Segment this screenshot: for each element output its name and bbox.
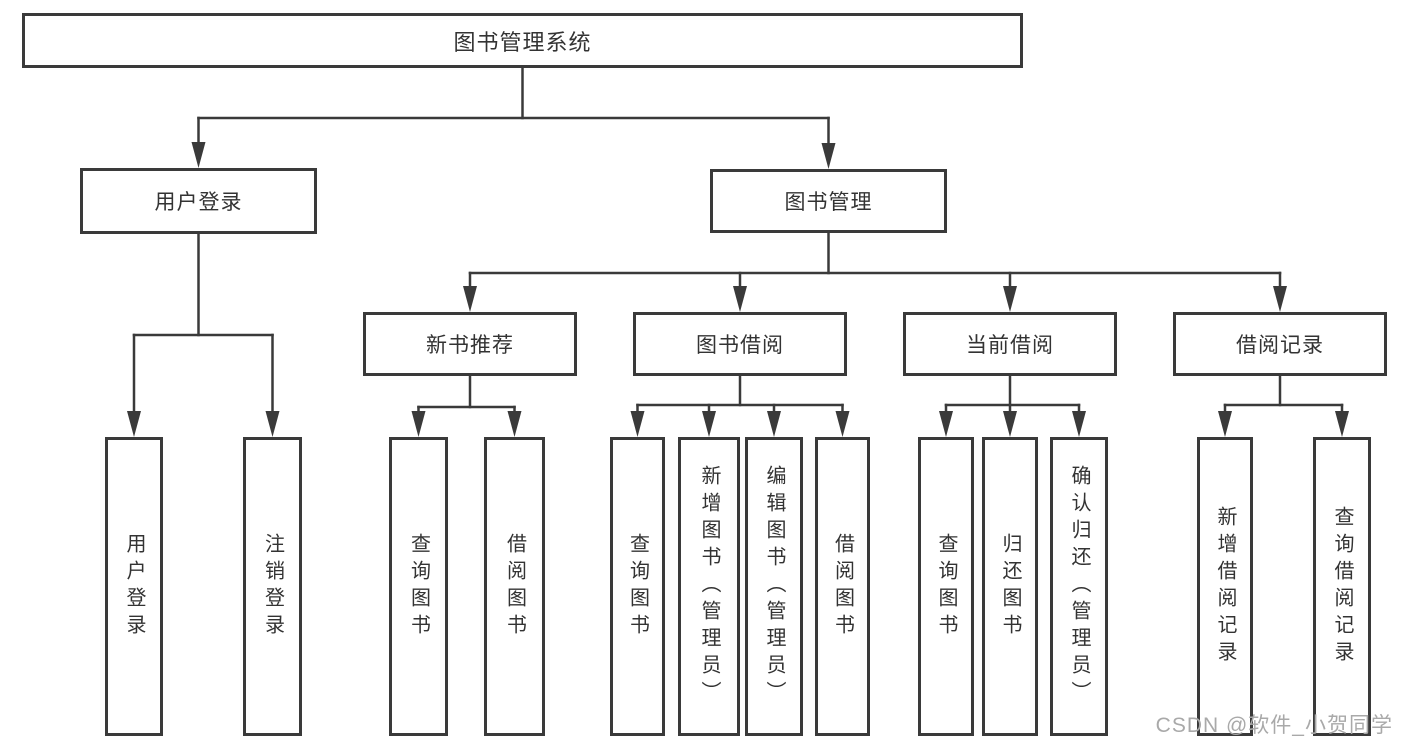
node-current-borrow: 当前借阅	[903, 312, 1117, 376]
node-root: 图书管理系统	[22, 13, 1023, 68]
node-label-cb-query: 查询图书	[935, 532, 957, 641]
node-label-logout: 注销登录	[261, 532, 284, 641]
node-cb-return: 归还图书	[982, 437, 1038, 736]
node-label-borrow-records: 借阅记录	[1236, 334, 1324, 357]
node-user-login: 用户登录	[80, 168, 317, 234]
node-label-cb-confirm: 确认归还（管理员）	[1068, 465, 1090, 708]
node-br-query: 查询借阅记录	[1313, 437, 1371, 736]
node-label-root: 图书管理系统	[453, 29, 592, 55]
node-label-bb-query: 查询图书	[626, 532, 649, 641]
node-logout: 注销登录	[243, 437, 302, 736]
node-label-bb-add: 新增图书（管理员）	[698, 465, 720, 708]
node-bb-edit: 编辑图书（管理员）	[745, 437, 803, 736]
node-label-br-query: 查询借阅记录	[1331, 505, 1353, 668]
watermark-text: CSDN @软件_小贺同学	[1155, 714, 1393, 737]
node-label-bb-edit: 编辑图书（管理员）	[763, 465, 785, 708]
node-bb-add: 新增图书（管理员）	[678, 437, 740, 736]
node-book-borrow: 图书借阅	[633, 312, 847, 376]
node-label-cb-return: 归还图书	[999, 532, 1021, 641]
node-rec-query: 查询图书	[389, 437, 448, 736]
node-label-rec-query: 查询图书	[407, 532, 430, 641]
node-bb-borrow: 借阅图书	[815, 437, 870, 736]
node-login: 用户登录	[105, 437, 163, 736]
node-label-br-add: 新增借阅记录	[1214, 505, 1236, 668]
node-label-new-rec: 新书推荐	[426, 334, 514, 357]
node-label-book-borrow: 图书借阅	[696, 334, 784, 357]
node-label-login: 用户登录	[123, 532, 145, 641]
node-label-book-mgmt: 图书管理	[784, 191, 873, 214]
node-cb-query: 查询图书	[918, 437, 974, 736]
node-label-rec-borrow: 借阅图书	[503, 532, 526, 641]
node-rec-borrow: 借阅图书	[484, 437, 545, 736]
node-book-mgmt: 图书管理	[710, 169, 947, 233]
node-borrow-records: 借阅记录	[1173, 312, 1387, 376]
node-cb-confirm: 确认归还（管理员）	[1050, 437, 1108, 736]
node-label-current-borrow: 当前借阅	[966, 334, 1054, 357]
node-label-user-login: 用户登录	[154, 191, 243, 214]
node-label-bb-borrow: 借阅图书	[831, 532, 854, 641]
node-bb-query: 查询图书	[610, 437, 665, 736]
node-br-add: 新增借阅记录	[1197, 437, 1253, 736]
node-new-rec: 新书推荐	[363, 312, 577, 376]
